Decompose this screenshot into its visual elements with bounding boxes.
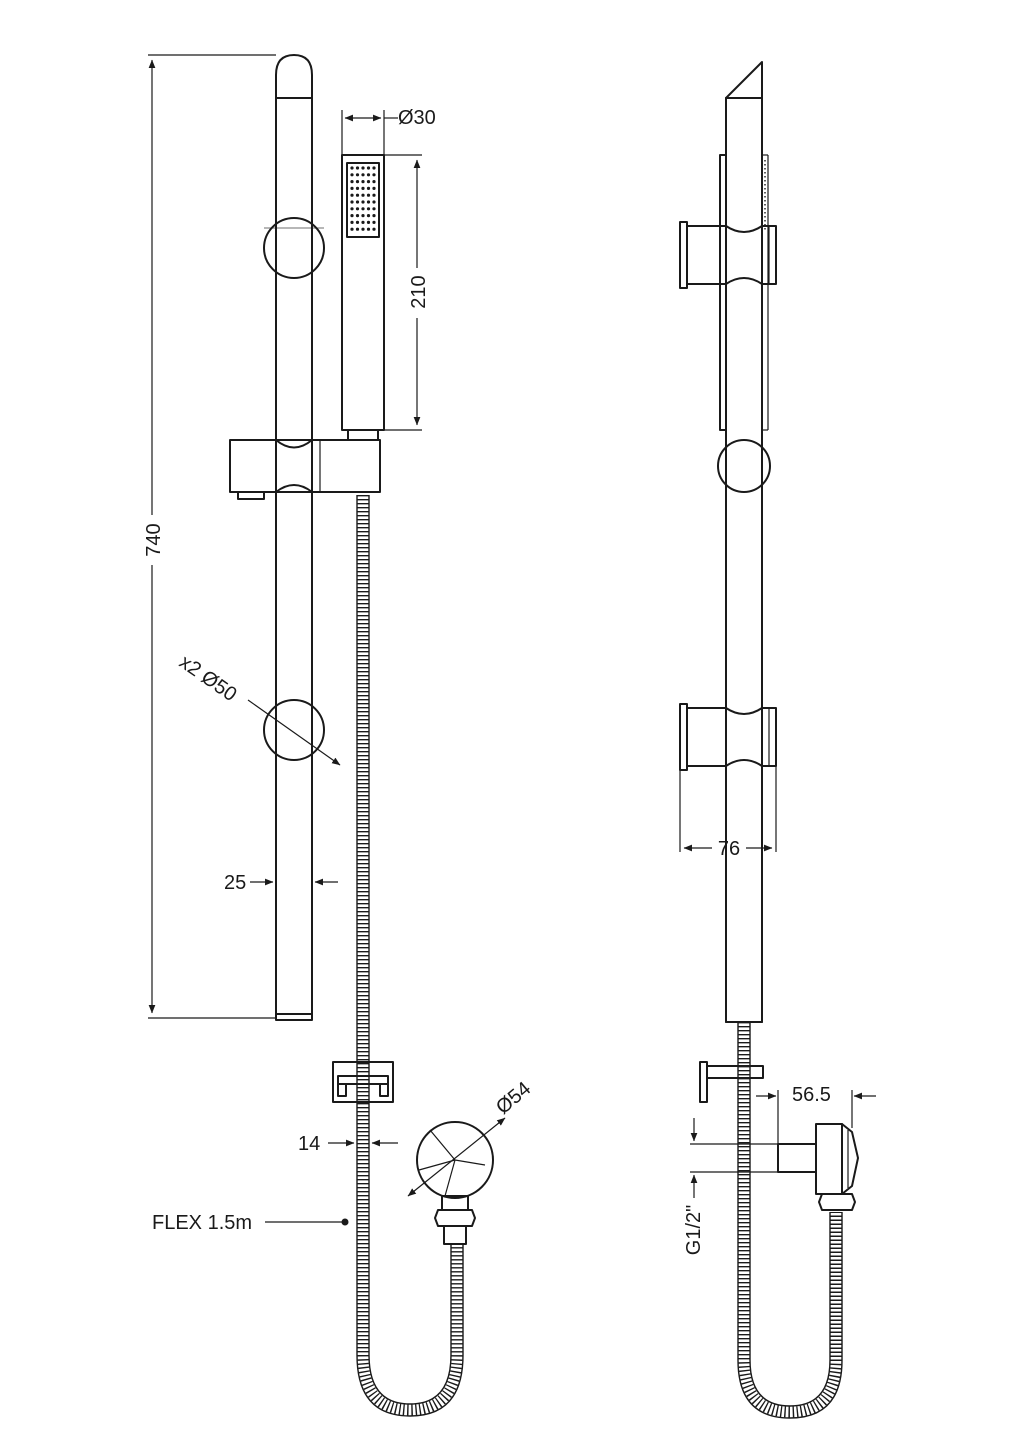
thread-size-label: G1/2" bbox=[683, 1205, 705, 1255]
spray-nozzle bbox=[361, 200, 365, 204]
spray-nozzle bbox=[372, 227, 376, 231]
spray-nozzle bbox=[372, 180, 376, 184]
spray-nozzle bbox=[350, 207, 354, 211]
spray-nozzle bbox=[366, 173, 371, 177]
dimension-outlet-diameter: Ø54 bbox=[407, 1078, 535, 1197]
hose-retainer bbox=[332, 1061, 394, 1103]
spray-nozzle bbox=[372, 193, 376, 197]
bracket-projection-label: 76 bbox=[718, 838, 740, 860]
spray-nozzle bbox=[372, 166, 376, 170]
side-view: 76 56.5 G1/2" bbox=[679, 61, 876, 1419]
rail-bracket-bottom bbox=[263, 699, 325, 761]
spray-nozzle bbox=[366, 200, 371, 204]
side-hose-retainer bbox=[699, 1061, 764, 1103]
spray-nozzle bbox=[355, 227, 360, 231]
spray-nozzle bbox=[372, 220, 376, 224]
spray-nozzle bbox=[361, 227, 365, 231]
dimension-outlet-projection: 56.5 bbox=[756, 1084, 876, 1144]
side-slide-rail bbox=[725, 61, 763, 1023]
front-view: 740 Ø30 210 x2 Ø50 25 14 bbox=[143, 54, 535, 1417]
outlet-projection-label: 56.5 bbox=[792, 1084, 831, 1106]
handset-length-label: 210 bbox=[408, 275, 430, 308]
spray-nozzle bbox=[361, 166, 365, 170]
rail-bracket-top bbox=[263, 217, 325, 279]
spray-nozzle bbox=[372, 173, 376, 177]
spray-nozzle bbox=[361, 193, 365, 197]
slider-holder bbox=[229, 439, 381, 500]
spray-nozzle bbox=[350, 214, 354, 218]
side-shower-hose bbox=[737, 1022, 843, 1419]
dimension-handset-length: 210 bbox=[384, 154, 430, 431]
dimension-hose-diameter: 14 bbox=[298, 1133, 398, 1155]
bracket-diameter-label: x2 Ø50 bbox=[175, 651, 240, 706]
spray-nozzle bbox=[361, 220, 365, 224]
hose-length-label: FLEX 1.5m bbox=[152, 1212, 252, 1234]
spray-nozzle bbox=[350, 180, 354, 184]
handset-diameter-label: Ø30 bbox=[398, 107, 436, 129]
side-wall-outlet bbox=[777, 1123, 859, 1211]
outlet-diameter-label: Ø54 bbox=[492, 1078, 535, 1119]
spray-nozzle bbox=[366, 227, 371, 231]
shower-hose bbox=[356, 495, 464, 1417]
spray-nozzle bbox=[361, 207, 365, 211]
spray-nozzle bbox=[366, 214, 371, 218]
spray-nozzle-grid bbox=[350, 166, 376, 231]
side-bracket-top bbox=[679, 221, 777, 289]
spray-nozzle bbox=[350, 186, 354, 190]
spray-nozzle bbox=[350, 193, 354, 197]
spray-nozzle bbox=[366, 207, 371, 211]
dimension-rail-diameter: 25 bbox=[224, 872, 338, 894]
spray-nozzle bbox=[372, 186, 376, 190]
spray-nozzle bbox=[355, 200, 360, 204]
spray-nozzle bbox=[355, 220, 360, 224]
dimension-bracket-projection: 76 bbox=[679, 766, 777, 860]
spray-nozzle bbox=[372, 214, 376, 218]
spray-nozzle bbox=[361, 214, 365, 218]
spray-nozzle bbox=[355, 166, 360, 170]
spray-nozzle bbox=[372, 207, 376, 211]
spray-nozzle bbox=[361, 173, 365, 177]
dimension-handset-diameter: Ø30 bbox=[341, 107, 436, 155]
side-slider-holder bbox=[717, 439, 771, 493]
spray-nozzle bbox=[366, 220, 371, 224]
spray-nozzle bbox=[366, 193, 371, 197]
hand-shower bbox=[341, 154, 385, 441]
spray-nozzle bbox=[361, 186, 365, 190]
spray-nozzle bbox=[366, 166, 371, 170]
spray-nozzle bbox=[355, 193, 360, 197]
spray-nozzle bbox=[350, 227, 354, 231]
rail-length-label: 740 bbox=[143, 523, 165, 556]
side-hand-shower bbox=[719, 154, 769, 431]
side-bracket-bottom bbox=[679, 703, 777, 771]
slide-rail bbox=[275, 54, 313, 1021]
spray-nozzle bbox=[350, 173, 354, 177]
dimension-rail-length: 740 bbox=[143, 54, 276, 1019]
wall-outlet bbox=[416, 1121, 494, 1245]
spray-nozzle bbox=[350, 220, 354, 224]
spray-nozzle bbox=[366, 186, 371, 190]
spray-nozzle bbox=[355, 214, 360, 218]
spray-nozzle bbox=[361, 180, 365, 184]
spray-nozzle bbox=[350, 200, 354, 204]
spray-nozzle bbox=[366, 180, 371, 184]
spray-nozzle bbox=[355, 186, 360, 190]
spray-nozzle bbox=[372, 200, 376, 204]
spray-nozzle bbox=[355, 173, 360, 177]
spray-nozzle bbox=[355, 207, 360, 211]
hose-diameter-label: 14 bbox=[298, 1133, 320, 1155]
spray-nozzle bbox=[350, 166, 354, 170]
spray-nozzle bbox=[355, 180, 360, 184]
rail-diameter-label: 25 bbox=[224, 872, 246, 894]
dimension-thread-size: G1/2" bbox=[683, 1118, 778, 1255]
dimension-hose-length: FLEX 1.5m bbox=[152, 1212, 349, 1234]
